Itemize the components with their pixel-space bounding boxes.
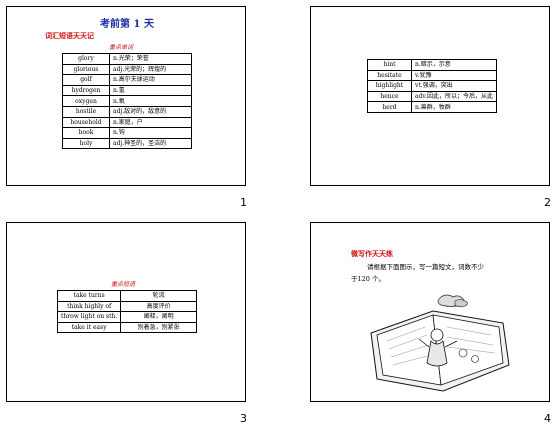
meaning-cell: adj.神圣的，圣洁的	[109, 137, 192, 150]
meaning-cell: 阐释，阐明	[120, 311, 197, 323]
term-cell: glorious	[62, 63, 110, 76]
meaning-cell: v.犹豫	[410, 69, 498, 82]
page-number: 4	[544, 412, 551, 425]
book-illustration	[370, 294, 510, 392]
meaning-cell: n.家庭，户	[109, 116, 192, 129]
term-cell: hesitate	[367, 69, 412, 82]
term-cell: golf	[62, 74, 110, 86]
term-cell: hostile	[62, 105, 110, 118]
prompt-line-1: 请根据下面图示，写一篇短文，词数不少	[367, 263, 484, 271]
meaning-cell: adj.光荣的；辉煌的	[109, 63, 192, 76]
meaning-cell: n.高尔夫球运动	[109, 74, 192, 86]
meaning-cell: vt.强调，突出	[410, 80, 498, 92]
section-heading: 词汇短语天天记	[45, 32, 94, 40]
term-cell: highlight	[367, 80, 412, 92]
prompt-line-2: 于120 个。	[351, 275, 385, 283]
meaning-cell: 轮流	[120, 290, 197, 302]
term-cell: hydrogen	[62, 84, 110, 97]
term-cell: holy	[62, 137, 110, 150]
slide-4[interactable]: 微写作天天练 请根据下面图示，写一篇短文，词数不少 于120 个。	[310, 222, 550, 402]
term-cell: herd	[367, 101, 412, 113]
term-cell: take it easy	[56, 321, 122, 334]
meaning-cell: 别着急，别紧张	[120, 321, 197, 334]
page-number: 2	[544, 196, 551, 209]
meaning-cell: n.氢	[109, 84, 192, 97]
term-cell: household	[62, 116, 110, 129]
term-cell: glory	[62, 53, 110, 65]
term-cell: think highly of	[56, 300, 122, 313]
meaning-cell: adj.敌对的，敌意的	[109, 105, 192, 118]
meaning-cell: n.钩	[109, 127, 192, 139]
term-cell: oxygen	[62, 95, 110, 107]
slide-title: 考前第 1 天	[100, 19, 154, 30]
table-row: throw light on sth.阐释，阐明	[56, 311, 197, 323]
term-cell: throw light on sth.	[56, 311, 122, 323]
meaning-cell: n.暗示，示意	[410, 59, 498, 71]
term-cell: take turns	[56, 290, 122, 302]
writing-prompt: 请根据下面图示，写一篇短文，词数不少 于120 个。	[351, 261, 536, 285]
meaning-cell: n.光荣；荣誉	[109, 53, 192, 65]
section-subheading: 重点单词	[109, 44, 134, 51]
section-subheading: 重点短语	[111, 281, 136, 288]
meaning-cell: 高度评价	[120, 300, 197, 313]
meaning-cell: adv.因此，所以；今后，从此	[410, 90, 498, 103]
term-cell: hook	[62, 127, 110, 139]
meaning-cell: n.兽群，牧群	[410, 101, 498, 113]
term-cell: hence	[367, 90, 412, 103]
term-cell: hint	[367, 59, 412, 71]
section-heading: 微写作天天练	[351, 250, 393, 258]
meaning-cell: n.氧	[109, 95, 192, 107]
page-number: 3	[240, 412, 247, 425]
page-number: 1	[240, 196, 247, 209]
